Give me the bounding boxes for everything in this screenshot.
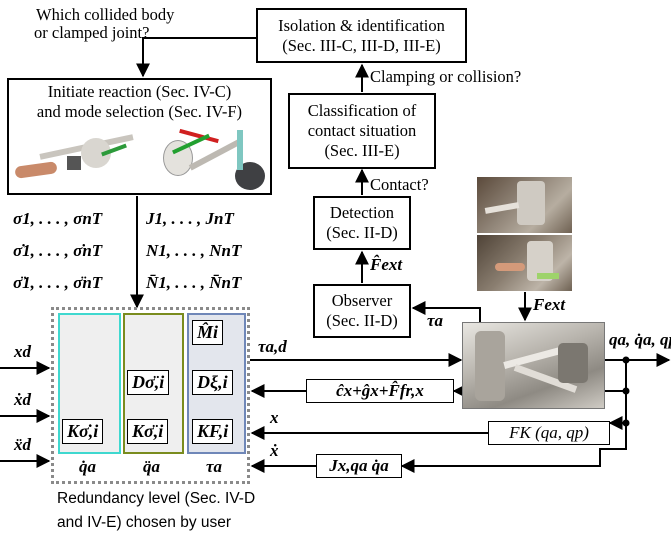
isolation-to-reaction-arrow	[136, 37, 256, 78]
robot-photo	[462, 322, 605, 409]
label-qa-dot: q̇a	[79, 457, 96, 476]
inertia-matrix: M̂i	[192, 320, 224, 345]
redundancy-controller-box	[51, 307, 250, 484]
forward-kinematics-box: FK (qa, qp)	[488, 421, 610, 445]
jacobian-box: Jx,qa q̇a	[316, 454, 402, 478]
redundancy-caption: Redundancy level (Sec. IV-D and IV-E) ch…	[57, 490, 256, 531]
gain-sigma-velocity-matrix: Kσ̇,i	[62, 419, 104, 444]
observer-box: Observer (Sec. II-D)	[313, 284, 411, 338]
input-xd-dot: ẋd	[14, 390, 31, 409]
feedback-xdot-label: ẋ	[270, 441, 279, 460]
robot-output-label: qa, q̇a, qp	[609, 330, 671, 349]
fext-label: Fext	[533, 295, 566, 314]
tau-ad-label: τa,d	[258, 337, 287, 356]
input-xd-ddot: ẍd	[14, 435, 31, 454]
contact-question: Contact?	[370, 175, 429, 194]
gain-force-matrix: KF,i	[192, 419, 234, 444]
contact-photo-top	[477, 177, 572, 233]
contact-photo-bottom	[477, 235, 572, 291]
label-qa-ddot: q̈a	[143, 457, 160, 476]
label-tau-a: τa	[206, 457, 223, 476]
sigma-list: σ1, . . . , σnT σ̇1, . . . , σ̇nT σ̈1, .…	[13, 209, 103, 292]
collided-body-question: Which collided body or clamped joint?	[34, 5, 175, 43]
initiate-reaction-box: Initiate reaction (Sec. IV-C) and mode s…	[7, 78, 272, 195]
input-xd: xd	[14, 342, 31, 361]
fext-hat-label: F̂ext	[370, 255, 403, 274]
clamping-question: Clamping or collision?	[370, 67, 522, 86]
jacobian-list: J1, . . . , JnT N1, . . . , NnT N̄1, . .…	[146, 209, 242, 292]
reaction-photo-left	[11, 126, 151, 192]
reaction-photo-right	[157, 126, 269, 192]
classification-box: Classification of contact situation (Sec…	[288, 93, 436, 169]
damping-sigma-matrix: Dσ̈,i	[127, 370, 170, 395]
feedback-x-label: x	[270, 408, 279, 427]
compensation-box: ĉx+ĝx+F̂fr,x	[306, 379, 454, 403]
damping-xi-matrix: Dξ,i	[192, 370, 233, 395]
detection-box: Detection (Sec. II-D)	[313, 196, 411, 250]
tau-to-observer-arrow	[411, 301, 481, 322]
isolation-identification-box: Isolation & identification (Sec. III-C, …	[256, 8, 467, 63]
tau-a-observer-label: τa	[427, 311, 444, 330]
gain-sigma-accel-matrix: Kσ̈,i	[127, 419, 169, 444]
